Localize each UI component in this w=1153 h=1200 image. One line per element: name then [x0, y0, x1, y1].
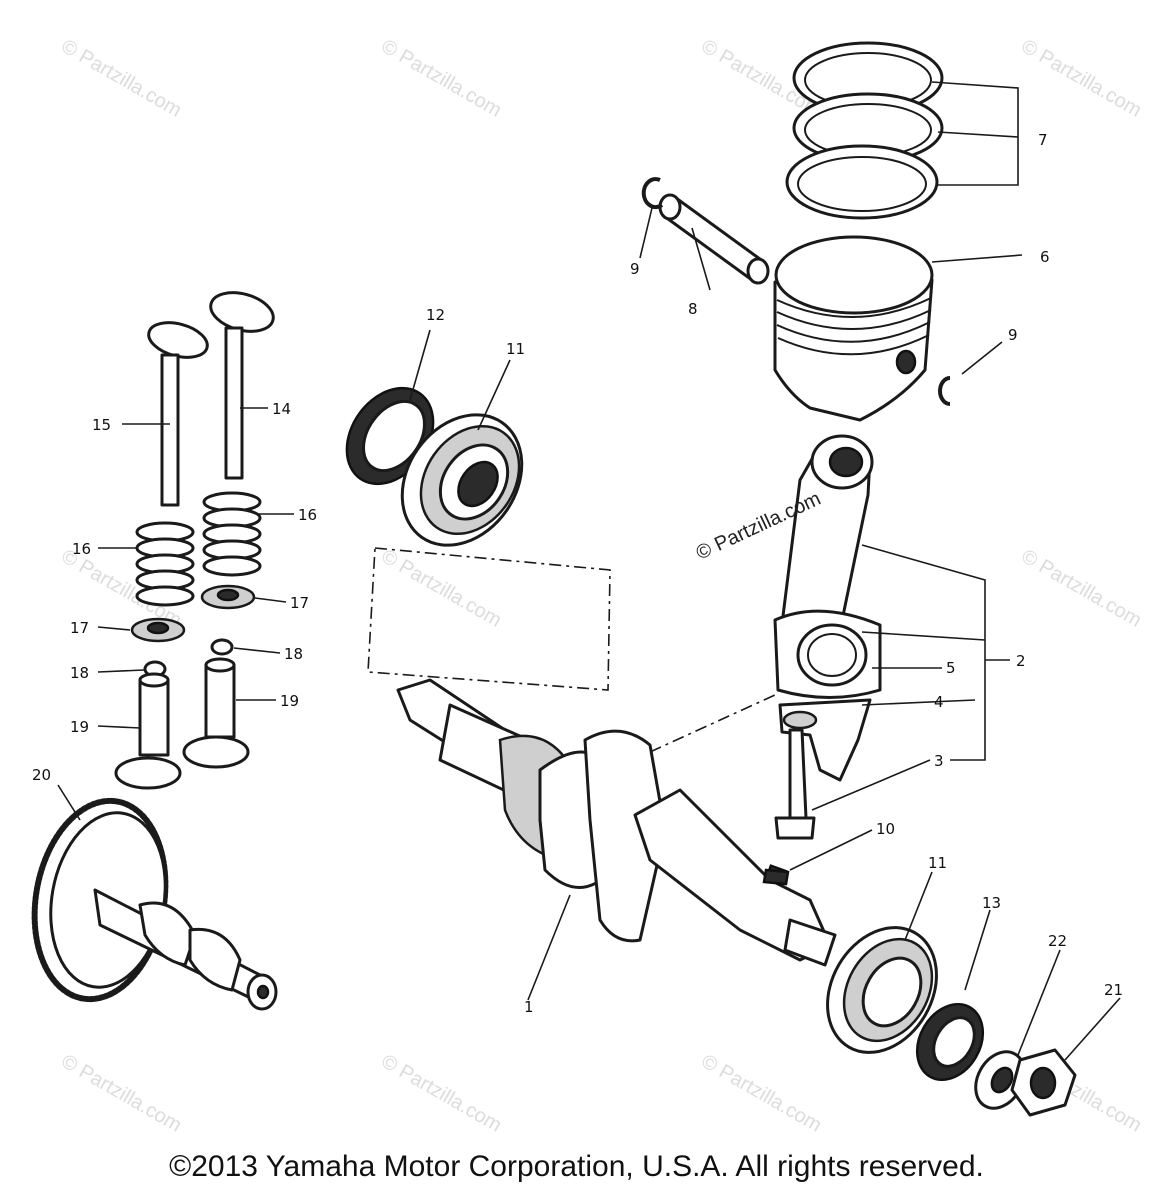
watermark-text: © Partzilla.com: [58, 35, 186, 121]
callout-1: 1: [524, 998, 534, 1016]
callout-17-left: 17: [70, 619, 89, 637]
connecting-rod: [773, 434, 882, 699]
callout-15: 15: [92, 416, 111, 434]
callout-11-bottom: 11: [928, 854, 947, 872]
watermark-text: © Partzilla.com: [58, 1050, 186, 1136]
pin-clips: [641, 177, 951, 406]
callout-2: 2: [1016, 652, 1026, 670]
callout-9b: 9: [1008, 326, 1018, 344]
callout-21: 21: [1104, 981, 1123, 999]
callout-18-left: 18: [70, 664, 89, 682]
watermark-text: © Partzilla.com: [378, 1050, 506, 1136]
oil-seal: [345, 386, 435, 486]
callout-13: 13: [982, 894, 1001, 912]
piston: [773, 235, 934, 422]
callout-8: 8: [688, 300, 698, 318]
callout-10: 10: [876, 820, 895, 838]
spring-seats: [130, 584, 256, 643]
watermark-text: © Partzilla.com: [378, 35, 506, 121]
callout-18-right: 18: [284, 645, 303, 663]
piston-pin: [658, 193, 770, 285]
callout-19-left: 19: [70, 718, 89, 736]
callout-numbers: 7 6 8 9 9 12 11 14 15 16 16 17 17 18 18 …: [32, 131, 1123, 1016]
valves: [147, 291, 275, 507]
callout-20: 20: [32, 766, 51, 784]
callout-9a: 9: [630, 260, 640, 278]
woodruff-key: [762, 868, 790, 886]
callout-5: 5: [946, 659, 956, 677]
callout-17-right: 17: [290, 594, 309, 612]
washer: [974, 1050, 1026, 1110]
crankshaft: [396, 678, 837, 967]
callout-16-right: 16: [298, 506, 317, 524]
callout-11-top: 11: [506, 340, 525, 358]
rod-bolt: [774, 728, 816, 840]
bearing-top: [400, 413, 524, 547]
callout-22: 22: [1048, 932, 1067, 950]
bearing-cap: [778, 698, 872, 782]
callout-4: 4: [934, 693, 944, 711]
callout-16-left: 16: [72, 540, 91, 558]
valve-springs: [135, 491, 262, 607]
callout-3: 3: [934, 752, 944, 770]
callout-12: 12: [426, 306, 445, 324]
valve-lifters: [114, 657, 250, 790]
callout-6: 6: [1040, 248, 1050, 266]
callout-14: 14: [272, 400, 291, 418]
leader-lines: [57, 81, 1121, 1061]
camshaft-gear: [31, 797, 278, 1011]
watermark-text: © Partzilla.com: [1018, 545, 1146, 631]
watermark-text: © Partzilla.com: [698, 1050, 826, 1136]
watermark-text: © Partzilla.com: [1018, 35, 1146, 121]
copyright-notice: ©2013 Yamaha Motor Corporation, U.S.A. A…: [169, 1150, 984, 1183]
oil-seal-lower: [915, 1003, 985, 1081]
valve-cotters: [143, 638, 234, 678]
bearing-bottom: [826, 926, 938, 1054]
piston-rings: [785, 41, 944, 220]
reference-outline: [367, 547, 776, 753]
nut: [1010, 1048, 1077, 1117]
callout-7: 7: [1038, 131, 1048, 149]
callout-19-right: 19: [280, 692, 299, 710]
